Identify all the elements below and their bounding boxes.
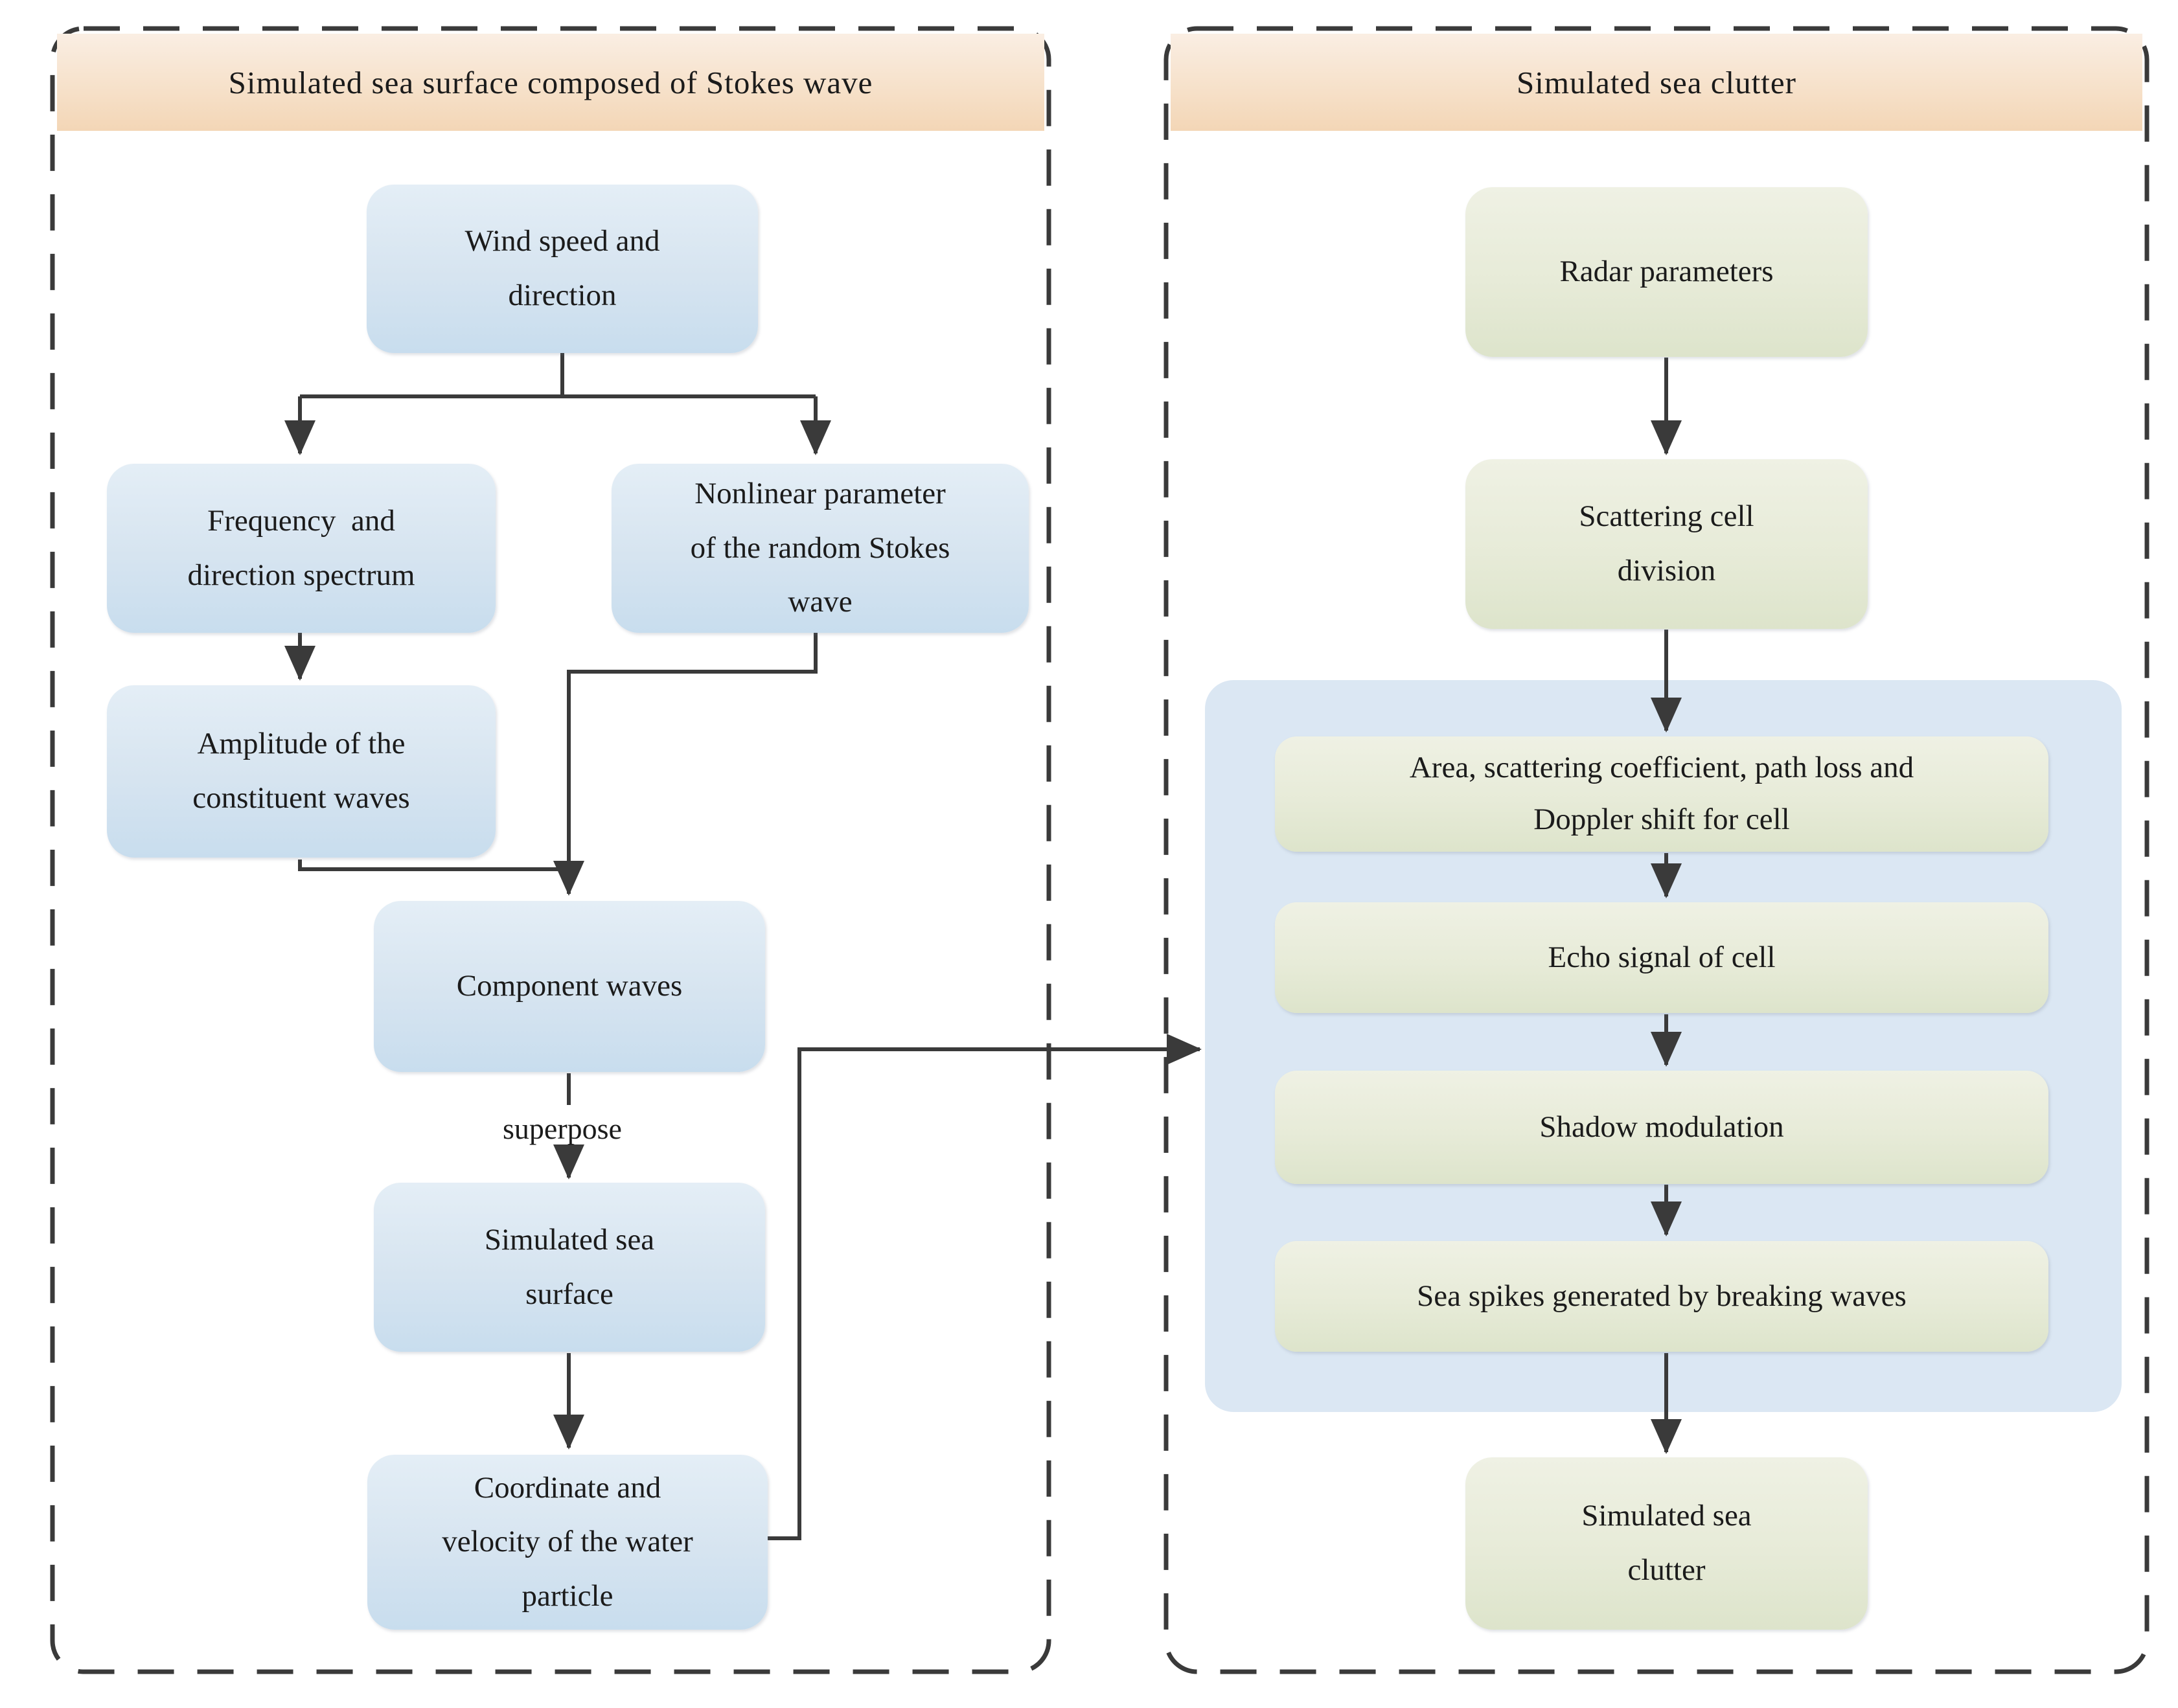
box-amplitude-constituent-waves: Amplitude of the constituent waves [107, 685, 496, 858]
arrow-nonlinear-to-component [553, 633, 818, 896]
box-coordinate-velocity-water-particle: Coordinate and velocity of the water par… [367, 1455, 768, 1630]
box-radar-parameters: Radar parameters [1465, 187, 1868, 357]
left-panel-header: Simulated sea surface composed of Stokes… [57, 34, 1044, 131]
box-nonlinear-parameter: Nonlinear parameter of the random Stokes… [612, 464, 1029, 633]
right-panel-border [1164, 26, 2149, 1674]
box-echo-signal-of-cell: Echo signal of cell [1275, 902, 2048, 1013]
superpose-edge-label: superpose [503, 1111, 622, 1145]
arrow-coordinate-to-container [768, 1034, 1202, 1540]
box-simulated-sea-clutter: Simulated sea clutter [1465, 1457, 1868, 1630]
box-frequency-direction-spectrum: Frequency and direction spectrum [107, 464, 496, 633]
right-panel-header: Simulated sea clutter [1171, 34, 2142, 131]
box-simulated-sea-surface: Simulated sea surface [374, 1183, 765, 1352]
arrow-amplitude-join [298, 860, 567, 871]
box-component-waves: Component waves [374, 901, 765, 1072]
box-shadow-modulation: Shadow modulation [1275, 1071, 2048, 1184]
box-scattering-cell-division: Scattering cell division [1465, 459, 1868, 629]
left-panel-border [50, 26, 1051, 1674]
box-area-scattering-coefficient: Area, scattering coefficient, path loss … [1275, 736, 2048, 852]
box-sea-spikes-breaking-waves: Sea spikes generated by breaking waves [1275, 1241, 2048, 1352]
box-wind-speed-direction: Wind speed and direction [367, 185, 758, 353]
